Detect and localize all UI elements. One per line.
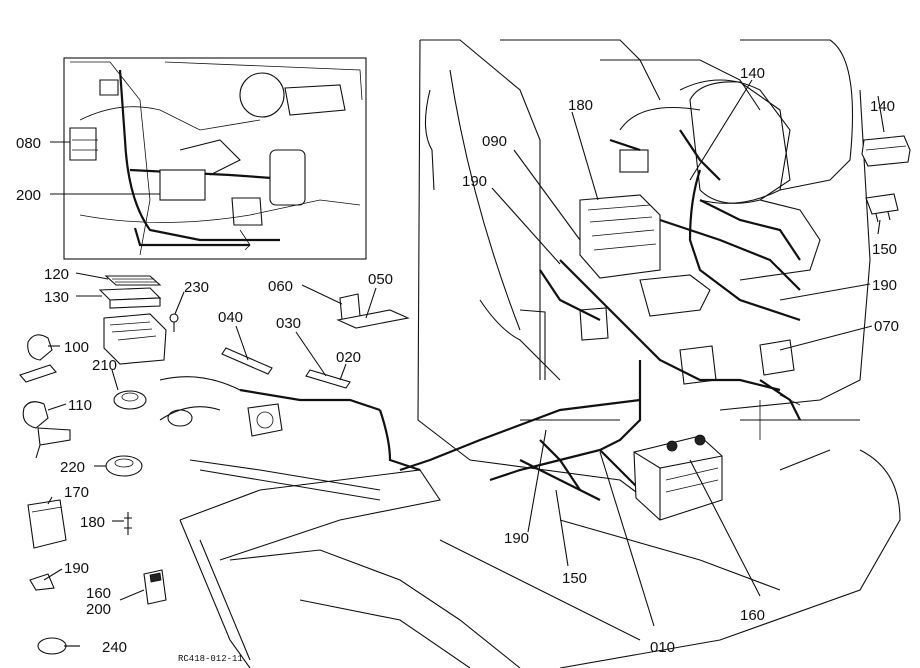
label-190-upper: 190 <box>462 173 487 190</box>
label-010: 010 <box>650 639 675 656</box>
label-190: 190 <box>64 560 89 577</box>
label-090: 090 <box>482 133 507 150</box>
label-020: 020 <box>336 349 361 366</box>
label-160: 160 <box>86 585 111 602</box>
part-030-bracket <box>305 369 351 389</box>
label-180: 180 <box>80 514 105 531</box>
label-200-lower: 200 <box>86 601 111 618</box>
label-180-upper: 180 <box>568 97 593 114</box>
part-170-cap <box>27 499 67 549</box>
label-200: 200 <box>16 187 41 204</box>
label-210: 210 <box>92 357 117 374</box>
label-220: 220 <box>60 459 85 476</box>
wiring-harness <box>239 129 801 501</box>
part-100-clamp <box>19 334 57 383</box>
battery <box>633 434 723 521</box>
part-horn <box>247 403 283 437</box>
label-170: 170 <box>64 484 89 501</box>
label-120: 120 <box>44 266 69 283</box>
label-150-lower: 150 <box>562 570 587 587</box>
operator-seat <box>689 81 821 281</box>
label-070: 070 <box>874 318 899 335</box>
inset-engine-view <box>63 57 367 260</box>
label-150-side: 150 <box>872 241 897 258</box>
label-240: 240 <box>102 639 127 656</box>
part-220-grommet <box>105 455 143 477</box>
label-040: 040 <box>218 309 243 326</box>
relay-block-cluster <box>579 149 795 385</box>
label-100: 100 <box>64 339 89 356</box>
part-040-bracket <box>221 347 273 375</box>
reference-code: RC418-012-11 <box>178 654 243 664</box>
label-190-right: 190 <box>872 277 897 294</box>
label-080: 080 <box>16 135 41 152</box>
label-030: 030 <box>276 315 301 332</box>
label-190-lower: 190 <box>504 530 529 547</box>
label-130: 130 <box>44 289 69 306</box>
label-050: 050 <box>368 271 393 288</box>
part-fuse-box <box>103 313 167 365</box>
part-210-grommet <box>113 390 147 410</box>
label-140: 140 <box>740 65 765 82</box>
part-number-labels: 080 200 120 130 230 100 210 110 220 170 … <box>16 65 899 664</box>
part-160-200-relay <box>143 569 167 605</box>
part-120-cover <box>104 275 162 286</box>
part-150-relay <box>865 193 899 223</box>
label-110: 110 <box>68 397 92 414</box>
label-060: 060 <box>268 278 293 295</box>
machine-body <box>159 39 901 668</box>
label-140-side: 140 <box>870 98 895 115</box>
label-160-lower: 160 <box>740 607 765 624</box>
part-110-clamp <box>22 401 71 459</box>
part-130-fuse-cover <box>98 287 162 309</box>
part-050-plate <box>336 309 410 329</box>
leader-lines <box>43 79 885 647</box>
part-180-clip <box>124 512 132 535</box>
part-140-relay <box>861 135 911 167</box>
label-230: 230 <box>184 279 209 296</box>
part-230-screw <box>169 313 179 332</box>
